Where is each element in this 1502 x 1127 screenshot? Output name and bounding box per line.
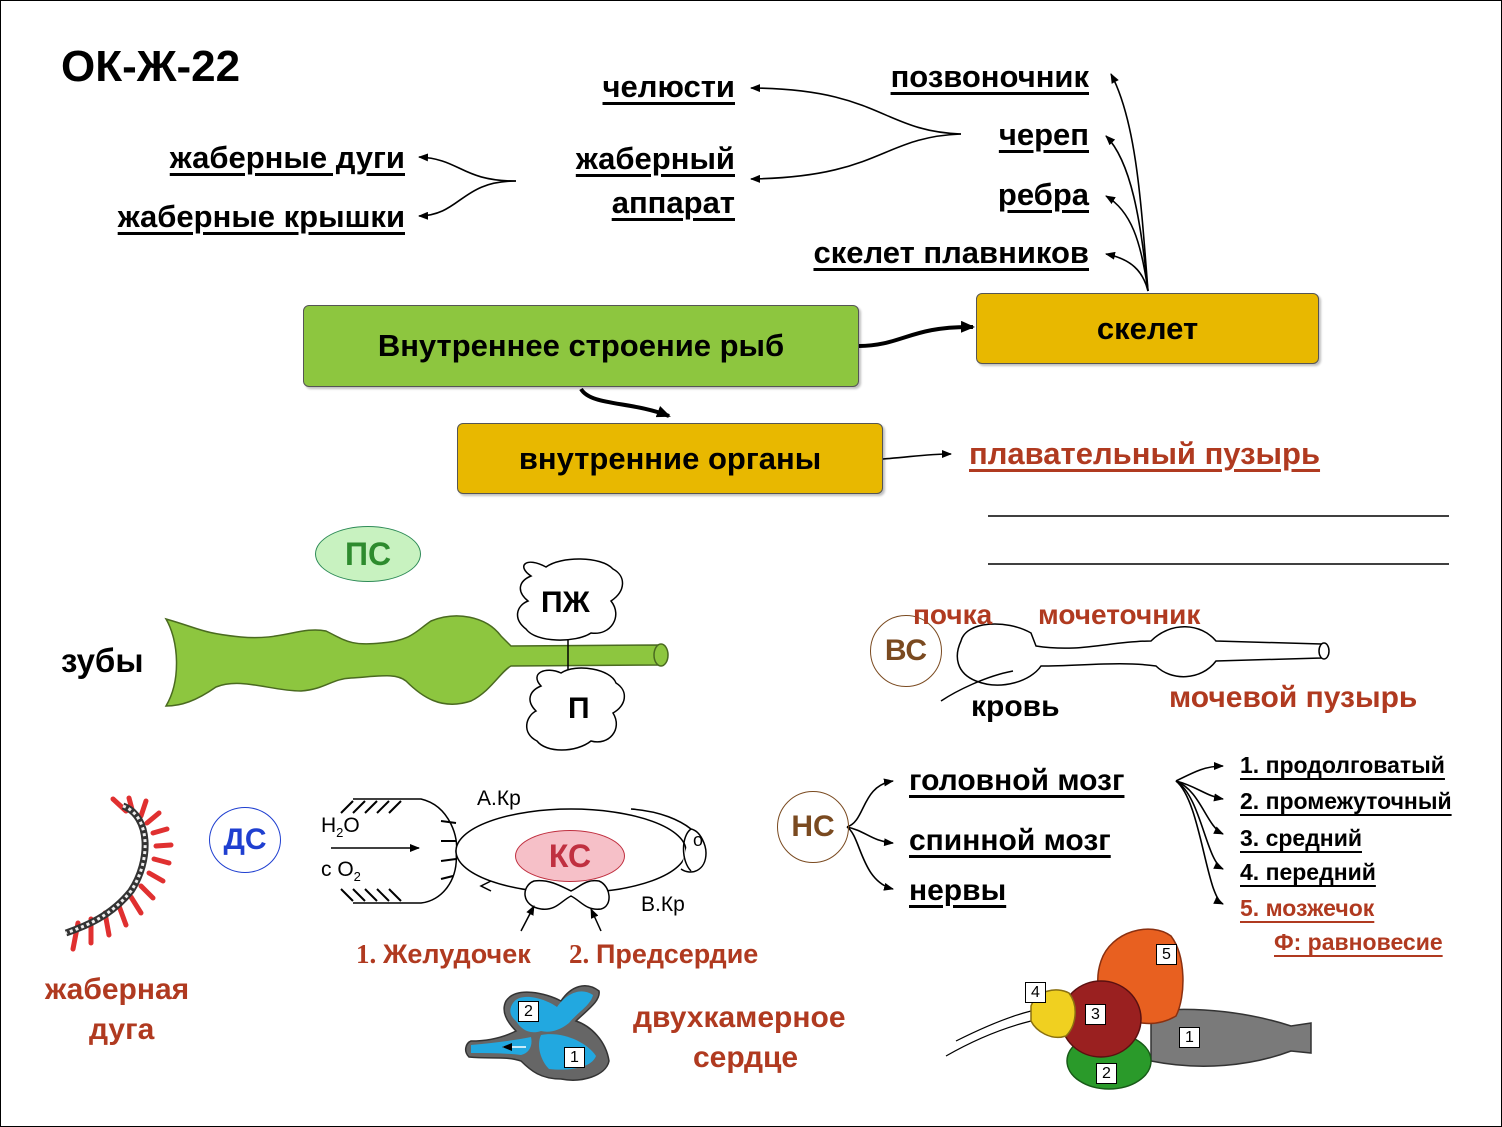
digestive-system-badge: ПС [315, 526, 421, 582]
vein-label: В.Кр [641, 893, 685, 916]
two-chamber-heart-1: двухкамерное [633, 1001, 846, 1034]
ureter-label: мочеточник [1038, 599, 1201, 630]
brain-label: головной мозг [909, 764, 1125, 797]
pancreas-label: ПЖ [541, 586, 590, 619]
oxygen-label: с O2 [321, 858, 361, 885]
main-topic-box: Внутреннее строение рыб [303, 305, 859, 387]
excretory-system-badge: ВС [870, 615, 942, 687]
brain-marker-4: 4 [1025, 982, 1046, 1003]
ribs-label: ребра [997, 177, 1089, 212]
atrium-label: 2. Предсердие [569, 939, 759, 969]
urinary-bladder-label: мочевой пузырь [1169, 681, 1418, 714]
kidney-label: почка [913, 599, 993, 630]
circulatory-system-badge: КС [515, 830, 625, 882]
spinal-cord-label: спинной мозг [909, 824, 1111, 857]
gill-covers-label: жаберные крышки [117, 199, 405, 234]
heart-ventricle-marker: 1 [564, 1047, 585, 1068]
respiratory-system-badge: ДС [209, 807, 281, 873]
brain-part-3: 3. средний [1240, 825, 1362, 851]
cerebellum-function: Ф: равновесие [1274, 929, 1443, 955]
gill-arch-caption-2: дуга [89, 1013, 155, 1046]
gill-apparatus-label-1: жаберный [575, 141, 735, 176]
spine-label: позвоночник [890, 59, 1089, 94]
page-title: ОК-Ж-22 [61, 42, 241, 91]
brain-part-2: 2. промежуточный [1240, 788, 1452, 814]
nervous-system-badge: НС [777, 791, 849, 863]
blood-label: кровь [971, 690, 1060, 723]
gill-arch-caption-1: жаберная [45, 973, 190, 1006]
heart-atrium-marker: 2 [518, 1001, 539, 1022]
brain-marker-2: 2 [1096, 1063, 1117, 1084]
internal-organs-box: внутренние органы [457, 423, 883, 494]
brain-marker-1: 1 [1179, 1027, 1200, 1048]
brain-part-5: 5. мозжечок [1240, 895, 1375, 921]
water-label: H2O [321, 814, 360, 841]
ventricle-label: 1. Желудочек [356, 939, 531, 969]
teeth-label: зубы [61, 642, 144, 679]
fin-skeleton-label: скелет плавников [813, 235, 1089, 270]
skull-label: череп [998, 117, 1089, 152]
gill-apparatus-label-2: аппарат [611, 185, 735, 220]
brain-marker-3: 3 [1085, 1004, 1106, 1025]
brain-marker-5: 5 [1156, 944, 1177, 965]
brain-part-4: 4. передний [1240, 859, 1376, 885]
gill-arches-label: жаберные дуги [169, 140, 405, 175]
skeleton-box: скелет [976, 293, 1319, 364]
o-mark: о [693, 830, 704, 850]
nerves-label: нервы [909, 874, 1007, 907]
brain-part-1: 1. продолговатый [1240, 752, 1445, 778]
two-chamber-heart-2: сердце [693, 1041, 799, 1074]
swim-bladder-label: плавательный пузырь [969, 436, 1321, 471]
jaws-label: челюсти [602, 69, 735, 104]
artery-label: А.Кр [477, 787, 521, 810]
liver-label: П [568, 692, 590, 725]
